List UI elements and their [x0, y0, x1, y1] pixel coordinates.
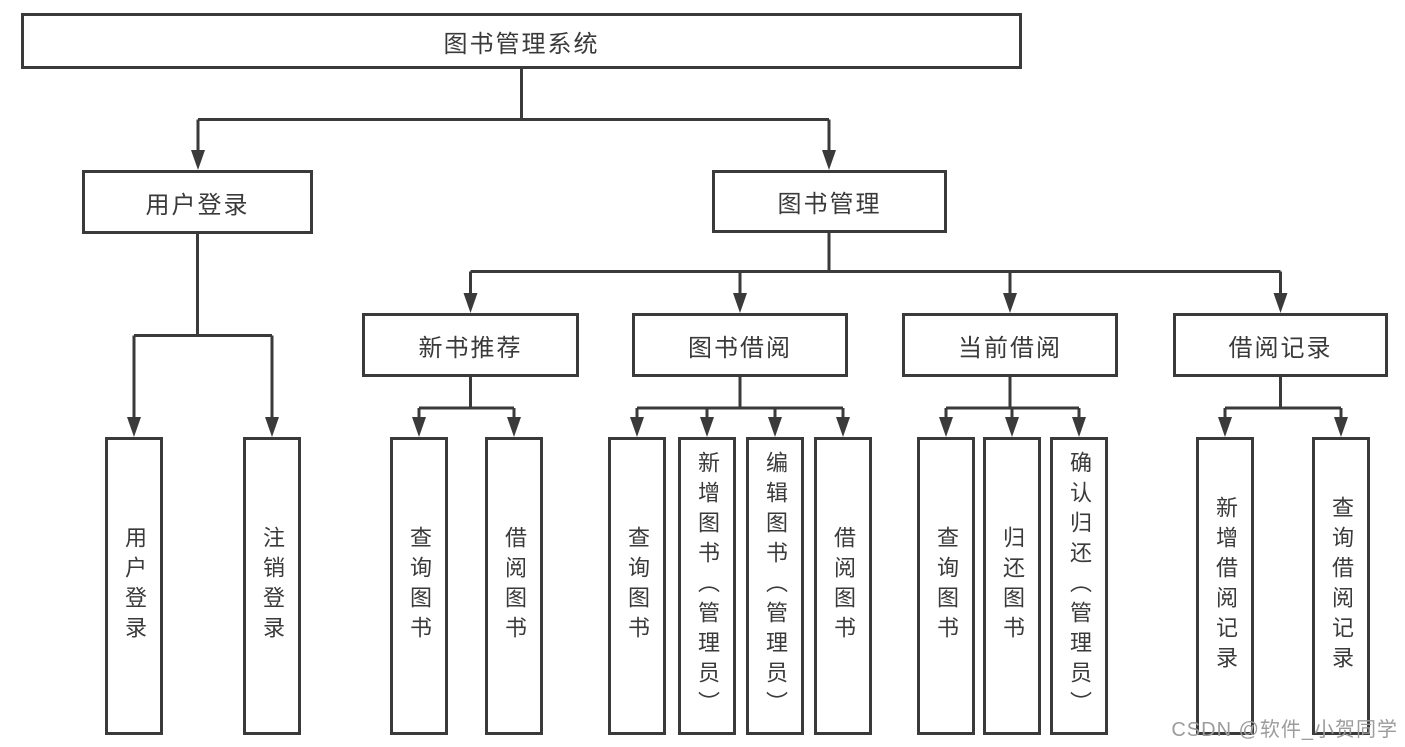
arrowhead — [630, 417, 644, 437]
leaf-label: 归还图书 — [1000, 526, 1025, 646]
node-borrow-records: 借阅记录 — [1173, 313, 1388, 377]
connector-borrow-records-to-leaves — [1218, 376, 1348, 437]
arrowhead — [768, 417, 782, 437]
node-label: 新书推荐 — [418, 334, 523, 362]
connector-user-login-to-leaves — [127, 233, 279, 437]
arrowhead — [939, 417, 953, 437]
node-user-login: 用户登录 — [82, 170, 313, 234]
leaf-borrow-edit-books-admin: 编辑图书（管理员） — [746, 437, 804, 735]
connector-new-book-recommend-to-leaves — [412, 376, 521, 437]
connector-book-borrow-to-leaves — [630, 376, 850, 437]
arrowhead — [463, 293, 478, 313]
node-book-management: 图书管理 — [712, 170, 947, 233]
node-book-borrow: 图书借阅 — [632, 313, 848, 377]
leaf-label: 新增图书（管理员） — [695, 451, 720, 721]
node-label: 用户登录 — [145, 191, 250, 219]
leaf-label: 查询图书 — [625, 526, 650, 646]
arrowhead — [1273, 293, 1288, 313]
leaf-records-add-record: 新增借阅记录 — [1196, 437, 1254, 735]
leaf-label: 借阅图书 — [502, 526, 527, 646]
connector-root-to-level1 — [191, 69, 836, 170]
arrowhead — [1003, 293, 1017, 313]
arrowhead — [733, 293, 747, 313]
connector-current-borrow-to-leaves — [939, 376, 1086, 437]
arrowhead — [836, 417, 850, 437]
leaf-label: 查询图书 — [934, 526, 959, 646]
arrowhead — [127, 417, 141, 437]
leaf-label: 借阅图书 — [831, 526, 856, 646]
leaf-label: 用户登录 — [122, 526, 147, 646]
leaf-borrow-add-books-admin: 新增图书（管理员） — [678, 437, 736, 735]
leaf-label: 新增借阅记录 — [1213, 496, 1238, 676]
node-library-management-system: 图书管理系统 — [21, 13, 1022, 69]
leaf-label: 确认归还（管理员） — [1067, 451, 1092, 721]
leaf-current-query-books: 查询图书 — [917, 437, 975, 735]
arrowhead — [822, 150, 836, 170]
leaf-label: 编辑图书（管理员） — [763, 451, 788, 721]
node-new-book-recommend: 新书推荐 — [362, 313, 579, 377]
leaf-user-login: 用户登录 — [105, 437, 163, 735]
node-label: 图书管理系统 — [443, 30, 600, 58]
arrowhead — [265, 417, 279, 437]
leaf-current-return-books: 归还图书 — [983, 437, 1041, 735]
leaf-label: 注销登录 — [260, 526, 285, 646]
node-label: 图书管理 — [777, 191, 882, 218]
arrowhead — [700, 417, 714, 437]
watermark-text: CSDN @软件_小贺同学 — [1171, 719, 1398, 741]
leaf-borrow-query-books: 查询图书 — [608, 437, 666, 735]
node-label: 借阅记录 — [1228, 334, 1333, 362]
leaf-label: 查询图书 — [407, 526, 432, 646]
leaf-recommend-borrow-books: 借阅图书 — [485, 437, 543, 735]
leaf-logout: 注销登录 — [243, 437, 301, 735]
arrowhead — [1005, 417, 1019, 437]
leaf-label: 查询借阅记录 — [1329, 496, 1354, 676]
leaf-current-confirm-return-admin: 确认归还（管理员） — [1050, 437, 1108, 735]
node-current-borrow: 当前借阅 — [902, 313, 1118, 377]
node-label: 当前借阅 — [958, 334, 1062, 362]
arrowhead — [191, 150, 205, 170]
arrowhead — [1072, 417, 1086, 437]
arrowhead — [507, 417, 521, 437]
arrowhead — [412, 417, 426, 437]
arrowhead — [1334, 417, 1348, 437]
connector-book-management-to-level2 — [463, 233, 1288, 313]
leaf-records-query-record: 查询借阅记录 — [1312, 437, 1370, 735]
leaf-recommend-query-books: 查询图书 — [390, 437, 448, 735]
node-label: 图书借阅 — [688, 334, 792, 362]
leaf-borrow-borrow-books: 借阅图书 — [814, 437, 872, 735]
arrowhead — [1218, 417, 1232, 437]
